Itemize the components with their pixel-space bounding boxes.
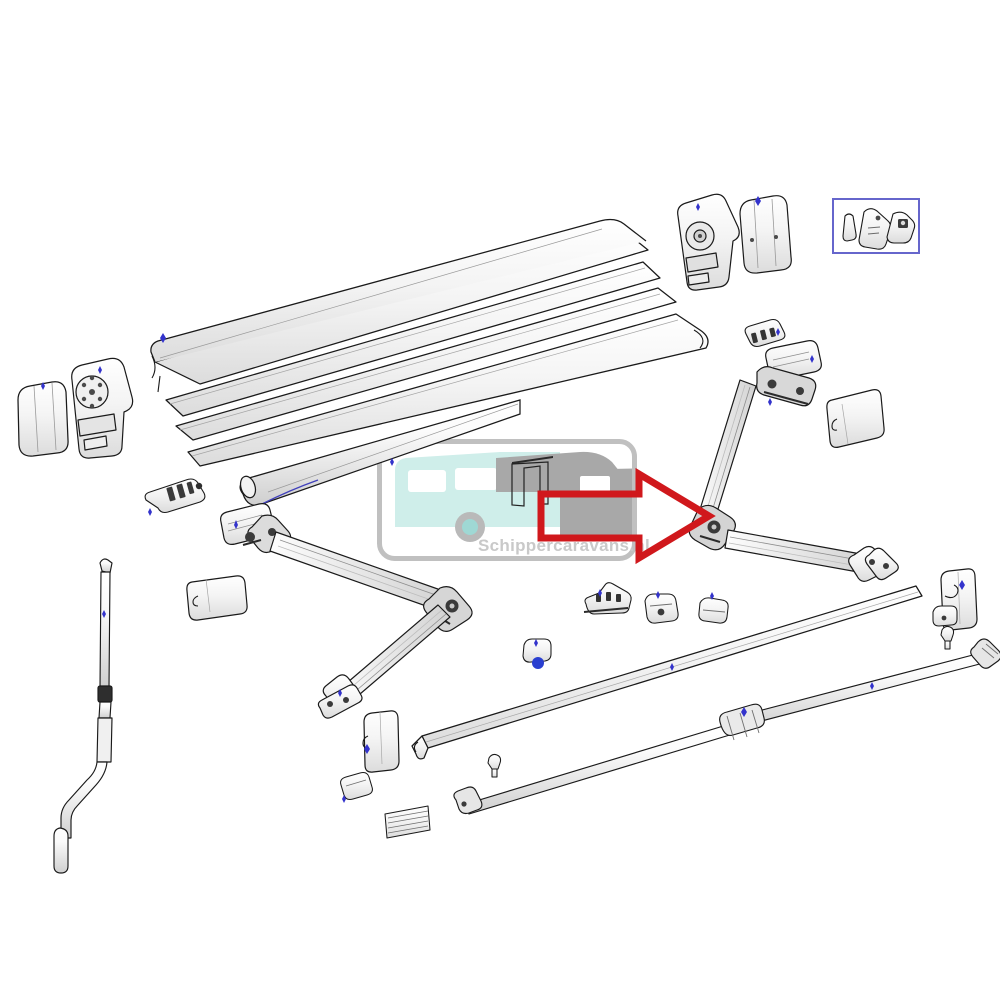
right-arm-upper-section — [697, 379, 757, 523]
awning-case-bottom-profile — [187, 313, 709, 467]
motorhome-silhouette — [496, 451, 634, 540]
left-arm-foot-bracket — [317, 674, 363, 719]
awning-accent-shape — [511, 456, 553, 507]
left-articulated-support-arm — [220, 503, 473, 719]
arm-connector-block — [744, 318, 786, 348]
right-arm-elbow-joint — [688, 504, 736, 551]
left-arm-upper-section — [269, 531, 453, 614]
slider-clip-b — [644, 591, 679, 624]
awning-case-top-cover — [150, 218, 649, 393]
right-gearbox-housing — [677, 193, 740, 291]
blue-highlight-box[interactable] — [832, 198, 920, 254]
knob-fastener — [522, 638, 552, 669]
left-end-cap — [17, 381, 69, 457]
awning-case-front-profile — [175, 287, 677, 441]
red-callout-arrow[interactable] — [537, 467, 716, 565]
telescopic-rafter-rod — [453, 638, 1000, 815]
gear-drive-housing — [71, 357, 134, 459]
mid-left-end-cap — [186, 575, 248, 621]
right-end-cover — [739, 195, 792, 274]
awning-case-group — [150, 218, 709, 467]
small-parts-group — [340, 582, 958, 839]
marker-dot-case — [160, 333, 166, 343]
watermark-group: Schippercaravans.nl — [377, 439, 650, 561]
thumb-screw-lower — [940, 625, 955, 650]
motor-shaft-adapter — [144, 478, 206, 516]
mounting-bracket-set — [842, 208, 916, 250]
lead-rail-left-end-cap — [362, 710, 400, 773]
slider-clip-a — [583, 582, 632, 615]
right-articulated-support-arm — [688, 340, 899, 582]
slider-clip-c — [698, 592, 729, 624]
right-arm-lower-section — [724, 529, 873, 575]
thumb-screw-upper — [487, 753, 502, 778]
watermark-frame — [377, 439, 637, 561]
small-spacer-cap — [340, 771, 373, 803]
roller-tube-with-fabric — [239, 399, 521, 506]
right-arm-foot-bracket — [848, 545, 899, 582]
ribbed-insert-strip — [384, 805, 431, 839]
awning-case-rear-profile — [165, 261, 661, 417]
right-arm-shoulder-bracket — [756, 340, 822, 407]
rafter-end-fitting — [932, 605, 958, 627]
crank-handle — [53, 558, 113, 874]
right-end-cover-small — [826, 389, 885, 448]
lead-rail-front-bar — [411, 585, 923, 760]
